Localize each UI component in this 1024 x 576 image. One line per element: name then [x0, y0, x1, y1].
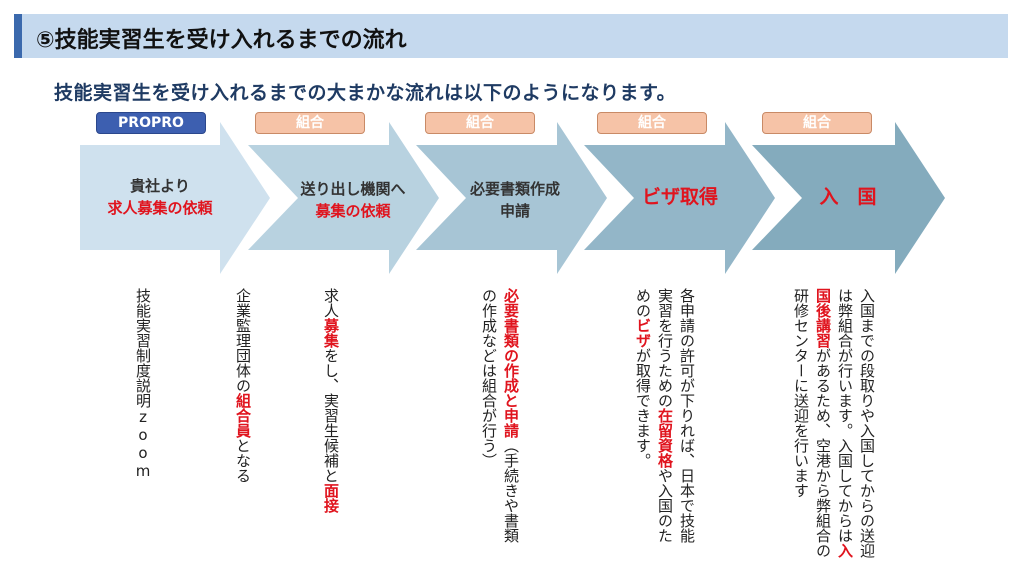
step-3-line2: 申請	[499, 202, 530, 220]
badge-kumiai-1: 組合	[255, 112, 365, 134]
description-1: 技能実習制度説明zoom	[128, 288, 154, 568]
title-bar: ⑤技能実習生を受け入れるまでの流れ	[14, 14, 1008, 58]
arrow-step-1	[80, 122, 270, 274]
description-4: 必要書類の作成と申請（手続きや書類の作成などは組合が行う）	[452, 288, 522, 550]
description-6: 入国までの段取りや入国してからの送迎は弊組合が行います。入国してからは入国後講習…	[762, 288, 878, 562]
step-3-line1: 必要書類作成	[469, 180, 560, 198]
step-1-label: 貴社より 求人募集の依頼	[85, 175, 235, 219]
step-3-label: 必要書類作成 申請	[440, 178, 590, 222]
description-3: 求人募集をし、実習生候補と面接	[292, 288, 342, 528]
description-5-red2: ビザ	[634, 318, 652, 348]
description-3-a: 求人	[322, 288, 340, 318]
step-2-line2: 募集の依頼	[315, 202, 391, 220]
step-2-line1: 送り出し機関へ	[300, 180, 406, 198]
badge-propro: PROPRO	[96, 112, 206, 134]
arrow-step-3	[416, 122, 607, 274]
page-subtitle: 技能実習生を受け入れるまでの大まかな流れは以下のようになります。	[54, 82, 677, 104]
step-2-label: 送り出し機関へ 募集の依頼	[278, 178, 428, 222]
badge-kumiai-4: 組合	[762, 112, 872, 134]
description-2-a: 企業監理団体の	[234, 288, 252, 393]
step-1-line2: 求人募集の依頼	[107, 199, 213, 217]
description-2-red: 組合員	[234, 393, 252, 438]
description-4-red: 必要書類の作成と申請	[502, 288, 520, 438]
description-5-red1: 在留資格	[656, 408, 674, 468]
description-5: 各申請の許可が下りれば、日本で技能実習を行うための在留資格や入国のためのビザが取…	[606, 288, 698, 550]
badge-kumiai-3: 組合	[597, 112, 707, 134]
description-5-a: 各申請の許可が下りれば、日本で技能実習を行うための	[656, 288, 696, 543]
description-5-c: が取得できます。	[634, 348, 652, 468]
description-3-red1: 募集	[322, 318, 340, 348]
description-6-b: があるため、空港から弊組合の研修センターに送迎を行います	[792, 288, 832, 558]
badge-kumiai-2: 組合	[425, 112, 535, 134]
description-6-a: 入国までの段取りや入国してからの送迎は弊組合が行います。入国してからは	[836, 288, 876, 558]
description-1-text: 技能実習制度説明zoom	[134, 288, 152, 480]
description-3-b: をし、実習生候補と	[322, 348, 340, 483]
description-4-a: （手続きや書類の作成などは組合が行う）	[480, 288, 520, 543]
description-2: 企業監理団体の組合員となる	[228, 288, 254, 568]
step-4-label: ビザ取得	[641, 186, 718, 208]
arrow-step-4	[584, 122, 775, 274]
page-title: ⑤技能実習生を受け入れるまでの流れ	[36, 28, 407, 53]
step-1-line1: 貴社より	[130, 177, 190, 195]
description-3-red2: 面接	[322, 483, 340, 513]
step-5-label: 入 国	[819, 186, 877, 208]
arrow-step-2	[248, 122, 439, 274]
arrow-step-5	[752, 122, 945, 274]
description-6-red: 入国後講習	[814, 288, 854, 558]
description-5-b: や入国のための	[634, 288, 674, 543]
description-2-b: となる	[234, 438, 252, 483]
